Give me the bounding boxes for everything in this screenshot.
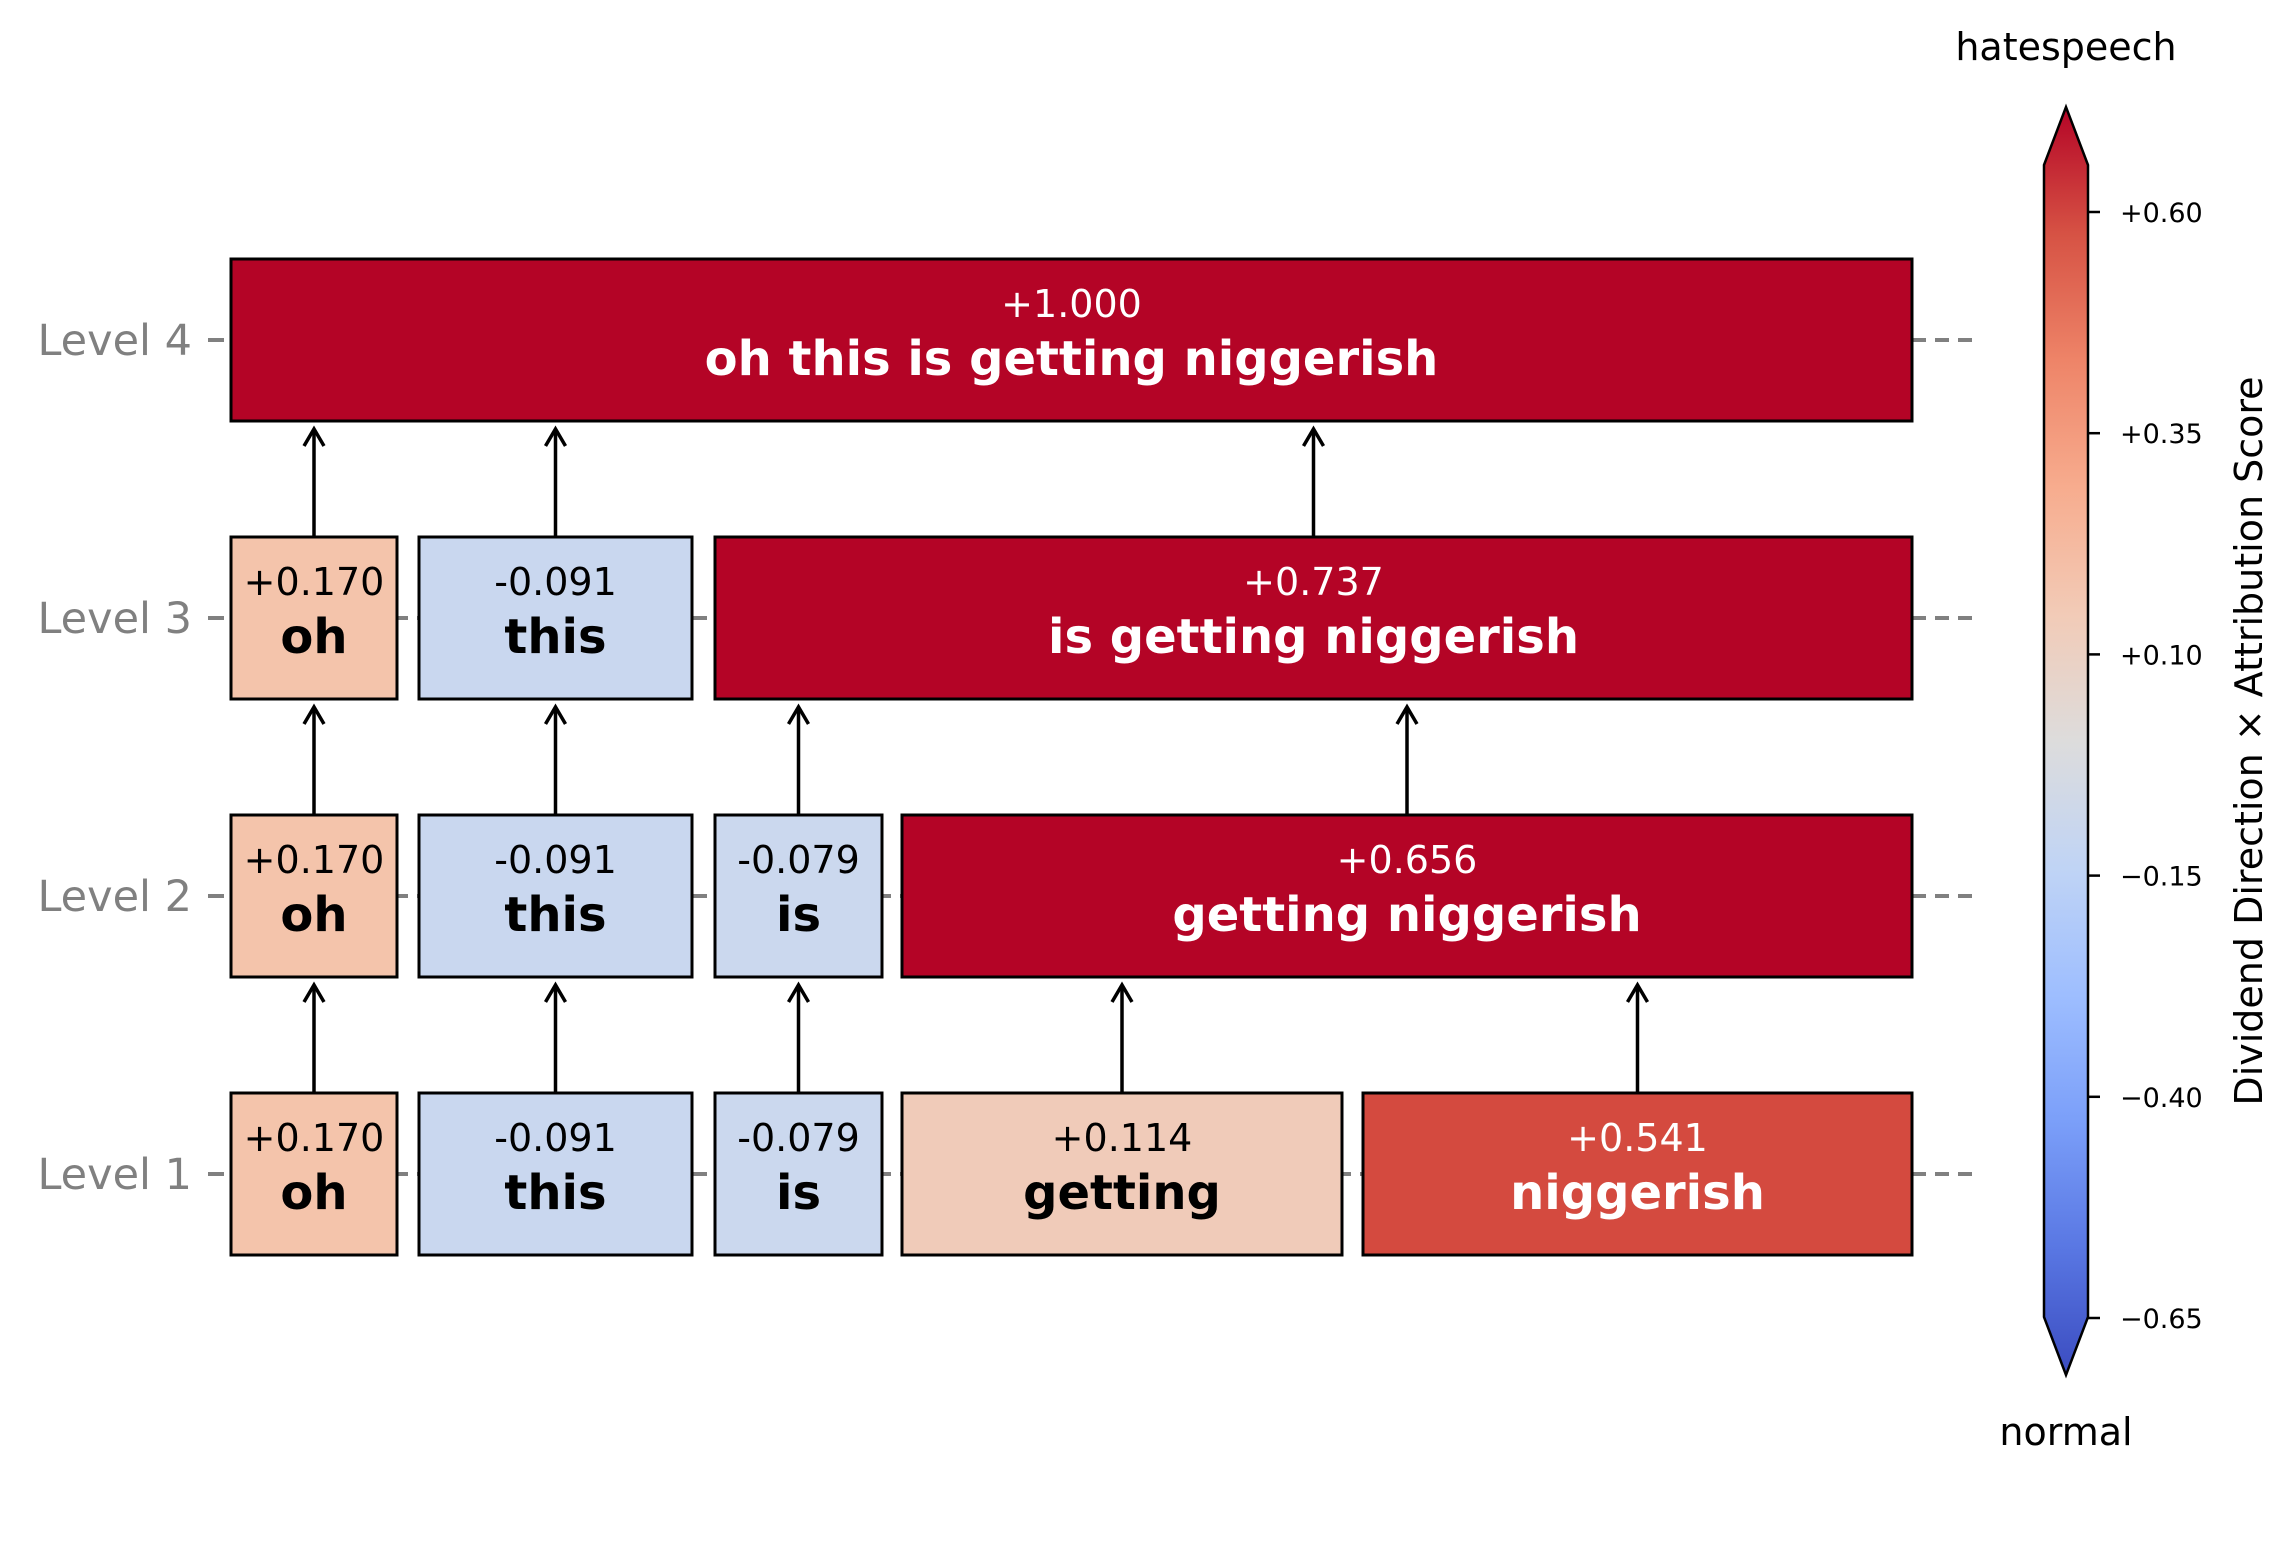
node-score: +0.656: [1337, 838, 1478, 882]
merge-arrow: [543, 981, 568, 1093]
colorbar-tick-label: +0.10: [2120, 640, 2203, 671]
colorbar-body: [2042, 103, 2090, 1379]
node-score: -0.079: [737, 1116, 860, 1160]
node-token: is: [776, 1165, 821, 1221]
node-score: +0.170: [244, 838, 385, 882]
node-token: this: [504, 887, 606, 943]
merge-arrow: [302, 981, 326, 1093]
node-score: -0.091: [494, 560, 617, 604]
node-box: [713, 813, 884, 979]
attribution-node: +0.170 oh: [229, 1091, 399, 1257]
merge-arrow: [543, 425, 568, 537]
level-label: Level 4: [37, 316, 192, 366]
merge-arrow: [1301, 425, 1326, 537]
node-box: [229, 813, 399, 979]
merge-arrow: [1625, 981, 1650, 1093]
merge-arrow: [1395, 703, 1419, 815]
node-box: [229, 257, 1914, 423]
attribution-node: +1.000 oh this is getting niggerish: [229, 257, 1914, 423]
merge-arrow: [302, 703, 326, 815]
node-score: -0.079: [737, 838, 860, 882]
node-box: [417, 1091, 694, 1257]
colorbar-tick-label: −0.65: [2120, 1304, 2203, 1335]
attribution-node: -0.091 this: [417, 1091, 694, 1257]
attribution-node: +0.541 niggerish: [1361, 1091, 1914, 1257]
node-token: is getting niggerish: [1048, 609, 1579, 665]
colorbar-tick-label: −0.40: [2120, 1083, 2203, 1114]
merge-arrow: [543, 703, 568, 815]
node-score: -0.091: [494, 838, 617, 882]
arrows-layer: [302, 425, 1650, 1093]
merge-arrow: [302, 425, 326, 537]
node-token: oh: [280, 887, 347, 943]
attribution-node: -0.091 this: [417, 535, 694, 701]
node-box: [229, 1091, 399, 1257]
node-token: is: [776, 887, 821, 943]
merge-arrow: [786, 703, 811, 815]
colorbar-bottom-label: normal: [1999, 1410, 2132, 1454]
node-score: +0.737: [1243, 560, 1384, 604]
colorbar-top-label: hatespeech: [1955, 25, 2176, 69]
colorbar-tick-label: +0.35: [2120, 419, 2203, 450]
node-box: [713, 1091, 884, 1257]
node-score: +0.114: [1052, 1116, 1193, 1160]
node-box: [1361, 1091, 1914, 1257]
level-label: Level 2: [37, 872, 192, 922]
node-score: -0.091: [494, 1116, 617, 1160]
node-token: oh: [280, 1165, 347, 1221]
attribution-node: +0.737 is getting niggerish: [713, 535, 1914, 701]
node-box: [229, 535, 399, 701]
node-score: +1.000: [1001, 282, 1142, 326]
node-token: oh this is getting niggerish: [705, 331, 1439, 387]
colorbar-tick-label: −0.15: [2120, 862, 2203, 893]
attribution-node: -0.079 is: [713, 813, 884, 979]
attribution-node: +0.114 getting: [900, 1091, 1344, 1257]
attribution-node: +0.656 getting niggerish: [900, 813, 1914, 979]
node-box: [900, 813, 1914, 979]
merge-arrow: [1110, 981, 1134, 1093]
nodes-layer: +0.170oh-0.091this-0.079is+0.114getting+…: [229, 257, 1914, 1257]
node-box: [417, 535, 694, 701]
node-token: getting niggerish: [1172, 887, 1641, 943]
colorbar-tick-label: +0.60: [2120, 198, 2203, 229]
node-token: oh: [280, 609, 347, 665]
node-token: getting: [1023, 1165, 1221, 1221]
attribution-node: -0.079 is: [713, 1091, 884, 1257]
node-token: this: [504, 609, 606, 665]
node-score: +0.170: [244, 1116, 385, 1160]
node-box: [900, 1091, 1344, 1257]
attribution-node: -0.091 this: [417, 813, 694, 979]
node-box: [417, 813, 694, 979]
node-token: this: [504, 1165, 606, 1221]
level-label: Level 3: [37, 594, 192, 644]
node-box: [713, 535, 1914, 701]
colorbar: hatespeech +0.60 +0.35 +0.10 −0.15 −0.40 −0.6…: [1955, 25, 2271, 1454]
colorbar-axis-label: Dividend Direction × Attribution Score: [2227, 376, 2271, 1105]
attribution-node: +0.170 oh: [229, 535, 399, 701]
attribution-node: +0.170 oh: [229, 813, 399, 979]
levels-layer: Level 1 Level 2 Level 3 Level 4: [37, 316, 1975, 1200]
merge-arrow: [786, 981, 811, 1093]
node-token: niggerish: [1510, 1165, 1765, 1221]
node-score: +0.170: [244, 560, 385, 604]
node-score: +0.541: [1567, 1116, 1708, 1160]
level-label: Level 1: [37, 1150, 192, 1200]
colorbar-ticks: +0.60 +0.35 +0.10 −0.15 −0.40 −0.65: [2088, 198, 2203, 1335]
